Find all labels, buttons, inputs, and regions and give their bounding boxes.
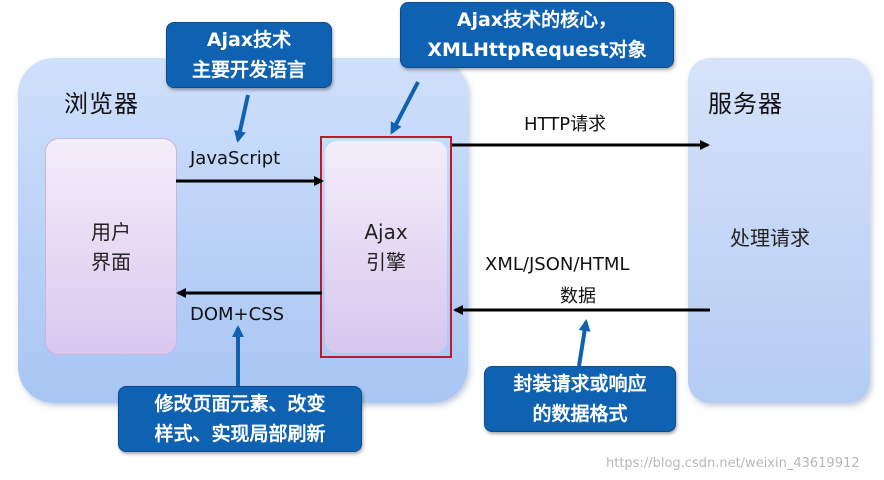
callout-core-line2: XMLHttpRequest对象 (427, 39, 647, 61)
pointer-core (390, 81, 420, 135)
callout-ajax-tech-line2: 主要开发语言 (191, 59, 306, 81)
label-response-data: 数据 (560, 286, 596, 307)
label-javascript: JavaScript (190, 148, 281, 169)
callout-ajax-tech: Ajax技术 主要开发语言 (166, 22, 332, 88)
browser-title: 浏览器 (64, 90, 139, 118)
user-interface-box: 用户 界面 (45, 138, 177, 355)
ajax-engine-line1: Ajax (364, 220, 408, 244)
callout-core: Ajax技术的核心， XMLHttpRequest对象 (400, 2, 674, 68)
user-interface-line2: 界面 (91, 249, 131, 274)
pointer-ajax-tech (234, 94, 250, 143)
callout-core-line1: Ajax技术的核心， (456, 9, 618, 31)
label-http-request: HTTP请求 (524, 114, 607, 135)
label-response-formats: XML/JSON/HTML (485, 254, 630, 275)
ajax-engine-box: Ajax 引擎 (325, 141, 447, 353)
label-dom-css: DOM+CSS (190, 304, 285, 325)
ajax-engine-line2: 引擎 (366, 250, 406, 274)
watermark-url: https://blog.csdn.net/weixin_43619912 (606, 456, 860, 471)
callout-format-line2: 的数据格式 (532, 403, 628, 425)
ajax-engine-highlight-frame (320, 136, 452, 358)
user-interface-line1: 用户 (91, 219, 131, 244)
callout-format: 封装请求或响应 的数据格式 (484, 366, 676, 432)
server-process-label: 处理请求 (730, 226, 810, 250)
callout-format-line1: 封装请求或响应 (513, 373, 647, 395)
callout-modify-line1: 修改页面元素、改变 (154, 393, 326, 415)
callout-modify: 修改页面元素、改变 样式、实现局部刷新 (118, 386, 362, 452)
server-title: 服务器 (708, 90, 783, 118)
callout-ajax-tech-line1: Ajax技术 (206, 29, 292, 51)
callout-modify-line2: 样式、实现局部刷新 (154, 423, 326, 445)
server-region (688, 58, 870, 403)
pointer-format (577, 319, 591, 367)
